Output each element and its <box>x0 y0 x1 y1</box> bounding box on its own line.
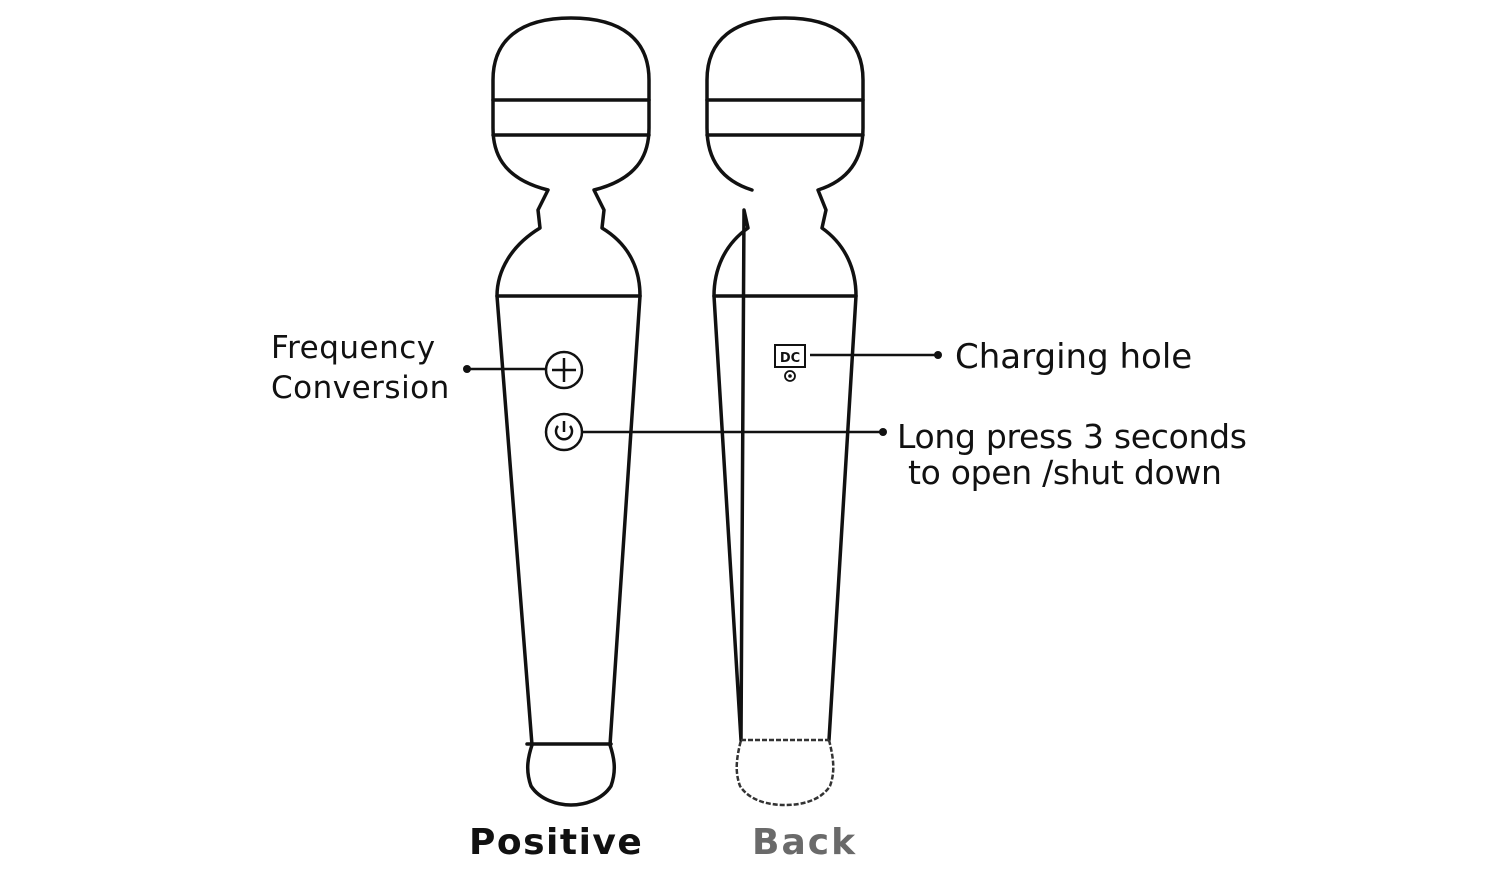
dc-port-icon: DC <box>774 344 806 382</box>
back-wand: DC <box>705 16 865 807</box>
long-press-label-line1: Long press 3 seconds <box>897 417 1247 456</box>
front-wand <box>491 16 651 807</box>
frequency-label-line2: Conversion <box>271 370 450 406</box>
leader-frequency <box>463 365 546 373</box>
frequency-label-line1: Frequency <box>271 330 436 366</box>
frequency-conversion-label: Frequency Conversion <box>271 328 450 408</box>
charging-hole-label: Charging hole <box>955 337 1193 377</box>
plus-circle-icon <box>544 350 584 390</box>
long-press-label-line2: to open /shut down <box>908 453 1222 492</box>
front-view-caption: Positive <box>469 822 644 863</box>
front-wand-outline <box>491 16 651 807</box>
leader-long-press <box>582 428 887 436</box>
back-wand-outline-lower <box>735 739 835 807</box>
long-press-label: Long press 3 seconds to open /shut down <box>897 419 1247 491</box>
power-icon <box>544 412 584 452</box>
back-view-caption: Back <box>752 822 858 863</box>
dc-port-text: DC <box>780 351 800 366</box>
back-wand-outline-upper <box>705 16 865 742</box>
leader-charging <box>810 351 942 359</box>
